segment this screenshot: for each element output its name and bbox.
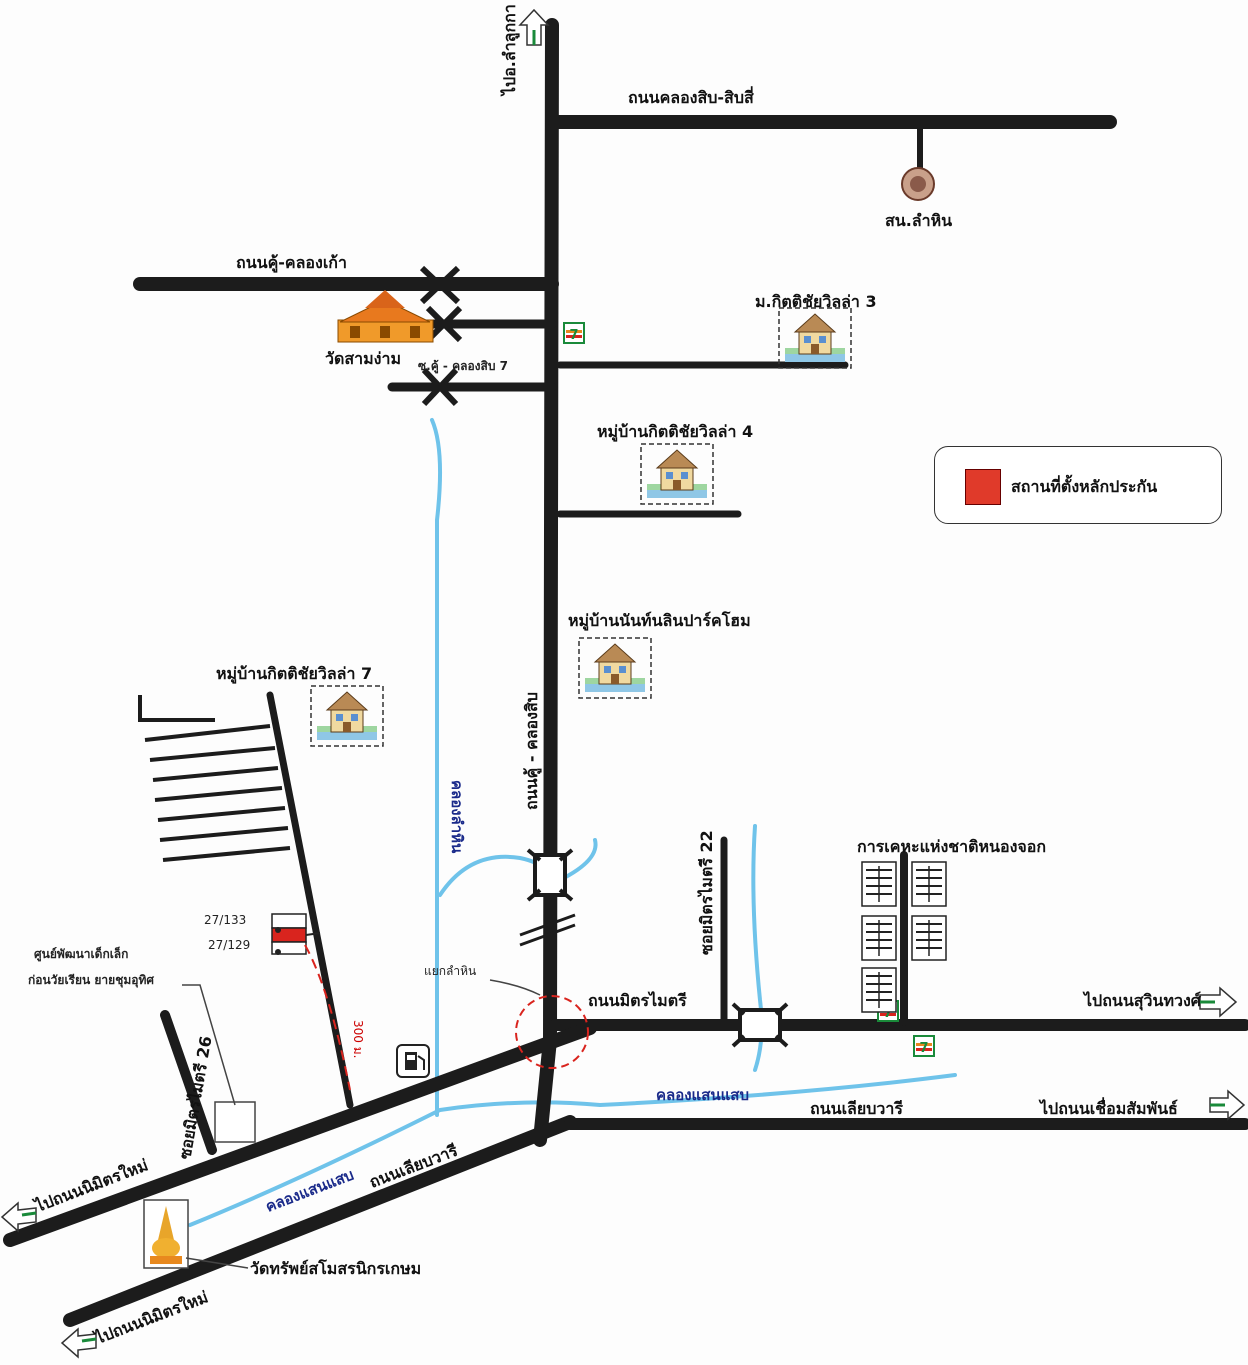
label-to-chueamsamphan: ไปถนนเชื่อมสัมพันธ์ xyxy=(1038,1097,1178,1118)
label-village-kitti7: หมู่บ้านกิตติชัยวิลล่า 7 xyxy=(216,664,372,685)
canal-saensaep xyxy=(188,1073,957,1227)
house-icon xyxy=(778,307,852,369)
label-to-suwinthawong: ไปถนนสุวินทวงศ์ xyxy=(1082,991,1202,1011)
canal-lamhin xyxy=(430,418,764,1117)
label-village-kitti4: หมู่บ้านกิตติชัยวิลล่า 4 xyxy=(597,422,753,443)
label-house-27-133: 27/133 xyxy=(204,913,246,927)
label-school: สน.ลำหิน xyxy=(885,211,952,230)
label-soi-ku-khlong10-7: ซ.คู้ - คลองสิบ 7 xyxy=(418,359,508,374)
label-wat-sam-ngam: วัดสามง่าม xyxy=(325,349,401,368)
label-road-khlong10-14: ถนนคลองสิบ-สิบสี่ xyxy=(628,86,754,107)
road-break xyxy=(519,913,576,947)
label-housing-nongchok: การเคหะแห่งชาติหนองจอก xyxy=(857,837,1046,856)
temple-icon xyxy=(337,290,434,343)
label-road-liapwari-right: ถนนเลียบวารี xyxy=(810,1099,903,1118)
collateral-marker xyxy=(271,913,321,955)
label-to-lamlukka: ไปอ.ลำลูกกา xyxy=(500,4,521,97)
label-road-ku-khlong-kao: ถนนคู้-คลองเก้า xyxy=(236,253,347,274)
label-child-center-2: ก่อนวัยเรียน ยายชุมอุทิศ xyxy=(28,973,154,988)
label-yaek-lamhin: แยกลำหิน xyxy=(424,964,476,978)
label-village-kitti3: ม.กิตติชัยวิลล่า 3 xyxy=(755,292,877,311)
legend: สถานที่ตั้งหลักประกัน xyxy=(934,446,1222,524)
label-to-nimitmai-lower: ไปถนนนิมิตรใหม่ xyxy=(91,1287,211,1348)
stupa-icon xyxy=(143,1199,249,1269)
seven-eleven-icon xyxy=(563,322,585,344)
house-icon xyxy=(310,685,384,747)
village7-streets xyxy=(138,695,291,862)
seven-eleven-icon xyxy=(913,1035,935,1057)
gas-station-icon xyxy=(396,1044,430,1078)
junction-highlight xyxy=(515,995,589,1069)
arrow-icons xyxy=(0,8,1246,1359)
legend-label: สถานที่ตั้งหลักประกัน xyxy=(1011,477,1158,496)
label-road-ku-khlong10: ถนนคู้ - คลองสิบ xyxy=(522,692,543,810)
house-icon xyxy=(578,637,652,699)
label-wat-sap: วัดทรัพย์สโมสรนิกรเกษม xyxy=(250,1258,421,1278)
child-center-icon xyxy=(182,984,256,1143)
house-icon xyxy=(640,443,714,505)
legend-swatch xyxy=(965,469,1001,505)
label-soi-mitmaitri22: ซอยมิตรไมตรี 22 xyxy=(697,830,716,955)
label-khlong-lamhin: คลองลำหิน xyxy=(448,780,466,854)
roads xyxy=(3,18,1248,1327)
label-distance: 300 ม. xyxy=(351,1020,365,1058)
label-child-center-1: ศูนย์พัฒนาเด็กเล็ก xyxy=(34,946,128,962)
label-house-27-129: 27/129 xyxy=(208,938,250,952)
leader-line xyxy=(489,979,541,996)
label-khlong-saensaep-right: คลองแสนแสบ xyxy=(656,1086,749,1104)
label-road-mitmaitri: ถนนมิตรไมตรี xyxy=(588,991,687,1010)
school-icon xyxy=(901,167,935,201)
label-village-nanthin: หมู่บ้านนันท์นลินปาร์คโฮม xyxy=(568,610,751,632)
bridge-icon xyxy=(526,848,789,1048)
distance-line xyxy=(304,944,351,1091)
